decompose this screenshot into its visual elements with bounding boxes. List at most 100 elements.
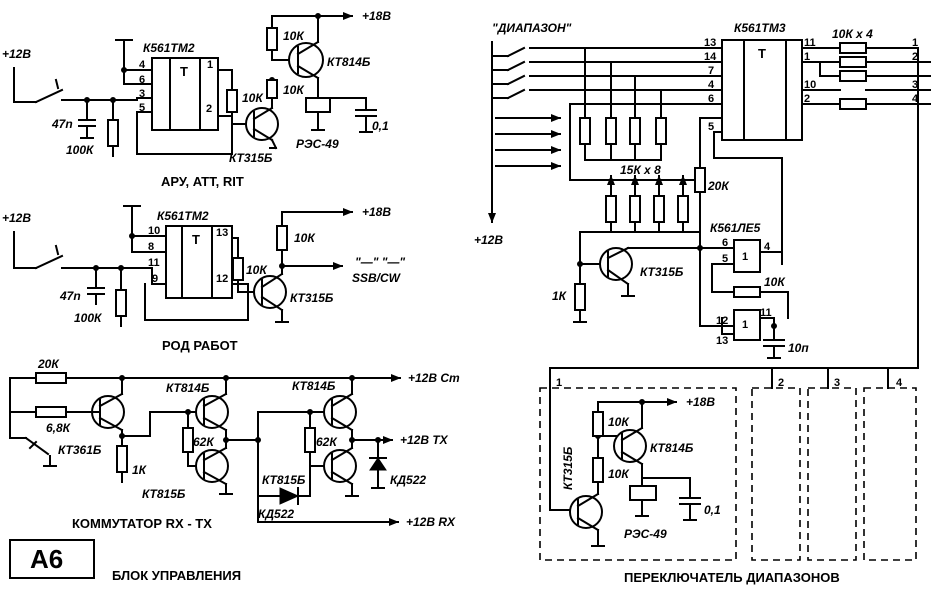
commutator-circuit	[9, 372, 401, 526]
switch-r1: 10К	[608, 415, 630, 429]
mode-supply-out: +18В	[362, 205, 391, 219]
switch-module-2	[751, 387, 801, 561]
mode-supply-in: +12В	[2, 211, 31, 225]
range-out-num: 2	[912, 51, 918, 63]
agc-r-mid-label: 10К	[283, 83, 305, 97]
agc-caption: АРУ, ATT, RIT	[161, 174, 244, 189]
agc-c-in-label: 47n	[51, 117, 73, 131]
range-ic1-out-pin: 10	[804, 79, 816, 91]
ic-k561tm2-mode	[165, 225, 233, 299]
switch-resistor-10k-a	[592, 411, 604, 437]
mode-ic-label: К561ТМ2	[157, 209, 209, 223]
range-ic1-pin: 14	[704, 51, 717, 63]
switch-num: 3	[834, 377, 840, 389]
agc-ic-mark: Т	[180, 64, 188, 79]
resistor-10k-out-2	[839, 56, 867, 68]
range-ic1-pin: 7	[708, 65, 714, 77]
diode-kd522-a	[279, 487, 300, 505]
ic-k561tm3	[721, 39, 803, 141]
agc-pin: 2	[206, 103, 212, 115]
range-gate-mark: 1	[742, 251, 748, 263]
gate-k561le5-a	[733, 239, 761, 273]
range-out-num: 3	[912, 79, 918, 91]
range-ic1-pin: 13	[704, 37, 716, 49]
com-r-mid-label: 6,8К	[46, 421, 72, 435]
range-out-num: 4	[912, 93, 919, 105]
range-ic2: К561ЛЕ5	[710, 221, 761, 235]
gate-k561le5-b	[733, 309, 761, 341]
resistor-10k-top	[266, 27, 278, 51]
resistor-10k-fb	[733, 286, 761, 298]
range-res-array: 15К х 8	[620, 163, 661, 177]
switch-contact-rx-tx	[24, 436, 50, 456]
agc-supply-out: +18В	[362, 9, 391, 23]
transistor-kt315b	[245, 107, 279, 141]
switch-vt-out: КТ814Б	[650, 441, 694, 455]
mode-pin: 10	[148, 225, 160, 237]
com-vt2-label: КТ814Б	[166, 381, 210, 395]
agc-pin: 3	[139, 88, 145, 100]
agc-ic-label: К561ТМ2	[143, 41, 195, 55]
com-vt5-label: КТ815Б	[262, 473, 306, 487]
com-out-rx: +12В RX	[406, 515, 456, 529]
switch-num: 4	[896, 377, 903, 389]
com-r2-label: 62К	[193, 435, 215, 449]
mode-pin: 12	[216, 273, 228, 285]
mode-circuit	[13, 205, 353, 327]
switch-modules	[539, 367, 917, 561]
switch-caption: ПЕРЕКЛЮЧАТЕЛЬ ДИАПАЗОНОВ	[624, 570, 840, 585]
agc-pin: 4	[139, 59, 146, 71]
switch-supply: +18В	[686, 395, 715, 409]
range-g1-pin: 6	[722, 237, 728, 249]
range-g2-pin: 11	[760, 307, 772, 319]
resistor-10k-mode-base	[232, 257, 244, 281]
range-ic1-mark: Т	[758, 46, 766, 61]
agc-pin: 6	[139, 74, 145, 86]
resistor-15k-e	[605, 195, 617, 223]
com-vt1-label: КТ361Б	[58, 443, 102, 457]
switch-vt-drv: КТ315Б	[561, 446, 575, 490]
range-title: "ДИАПАЗОН"	[492, 21, 572, 35]
mode-caption: РОД РАБОТ	[162, 338, 238, 353]
range-ic1-out-pin: 1	[804, 51, 810, 63]
switch-num: 2	[778, 377, 784, 389]
switch-module-3	[807, 387, 857, 561]
switch-r2: 10К	[608, 467, 630, 481]
switch-relay: РЭС-49	[624, 527, 667, 541]
range-c-t: 10п	[788, 341, 809, 355]
resistor-15k-g	[653, 195, 665, 223]
com-vt4-label: КТ814Б	[292, 379, 336, 393]
range-r20k: 20К	[707, 179, 730, 193]
range-r1k: 1К	[552, 289, 568, 303]
range-out-num: 1	[912, 37, 918, 49]
block-id: А6	[30, 544, 63, 574]
switch-c: 0,1	[704, 503, 721, 517]
com-diode2-label: КД522	[390, 473, 426, 487]
mode-pin: 11	[148, 257, 160, 269]
agc-vt-out-label: КТ814Б	[327, 55, 371, 69]
range-ic1-out-pin: 2	[804, 93, 810, 105]
range-supply-in: +12В	[474, 233, 503, 247]
mode-r-base-label: 10К	[246, 263, 268, 277]
com-out-tx: +12В ТХ	[400, 433, 449, 447]
resistor-15k-f	[629, 195, 641, 223]
mode-r-in-label: 100К	[74, 311, 103, 325]
com-vt3-label: КТ815Б	[142, 487, 186, 501]
range-ic1-pin: 6	[708, 93, 714, 105]
resistor-15k-c	[629, 117, 641, 145]
range-g1-pin: 4	[764, 241, 771, 253]
com-caption: КОММУТАТОР RX - TX	[72, 516, 212, 531]
range-g2-pin: 13	[716, 335, 728, 347]
mode-r-pull-label: 10К	[294, 231, 316, 245]
resistor-15k-a	[579, 117, 591, 145]
range-r-fb: 10К	[764, 275, 786, 289]
resistor-20k-range	[694, 167, 706, 193]
range-g1-pin: 5	[722, 253, 728, 265]
range-ic1-pin: 5	[708, 121, 714, 133]
com-diode1-label: КД522	[258, 507, 294, 521]
com-out-st: +12В Ст	[408, 371, 460, 385]
switch-resistor-10k-b	[592, 457, 604, 483]
agc-vt-drv-label: КТ315Б	[229, 151, 273, 165]
resistor-100k	[107, 119, 119, 147]
